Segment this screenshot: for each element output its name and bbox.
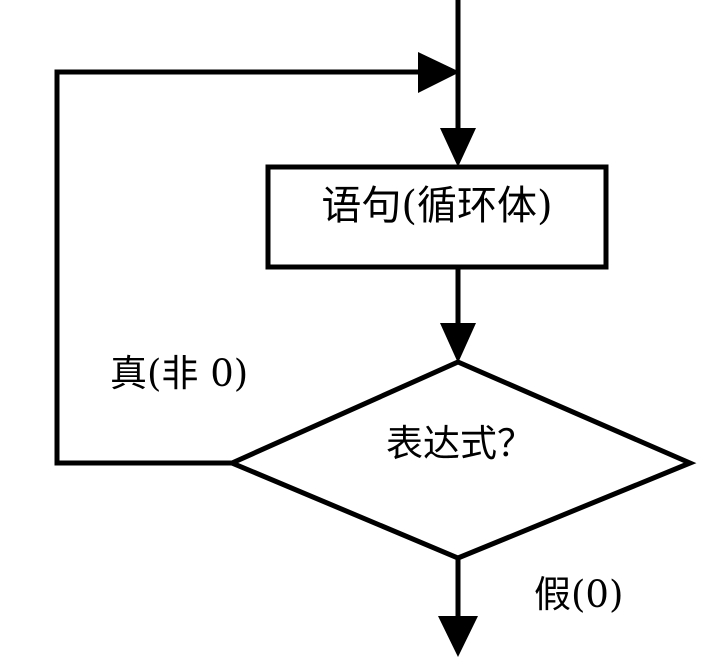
decision-diamond-shape — [225, 359, 697, 561]
flowchart-connectors — [54, 0, 697, 640]
arrowhead-into-decision — [440, 323, 476, 363]
false-branch-label: 假(0) — [534, 573, 624, 616]
arrowhead-exit — [438, 616, 478, 657]
true-branch-label: 真(非 0) — [110, 352, 249, 395]
arrowhead-loop-back — [418, 52, 460, 93]
flowchart-arrowheads — [418, 52, 478, 657]
statement-box-shape — [265, 164, 609, 270]
decision-label: 表达式？ — [386, 422, 534, 465]
arrowhead-into-statement-box — [440, 128, 476, 167]
loop-back-edge-line — [54, 69, 432, 466]
statement-box-label: 语句(循环体) — [321, 183, 553, 229]
